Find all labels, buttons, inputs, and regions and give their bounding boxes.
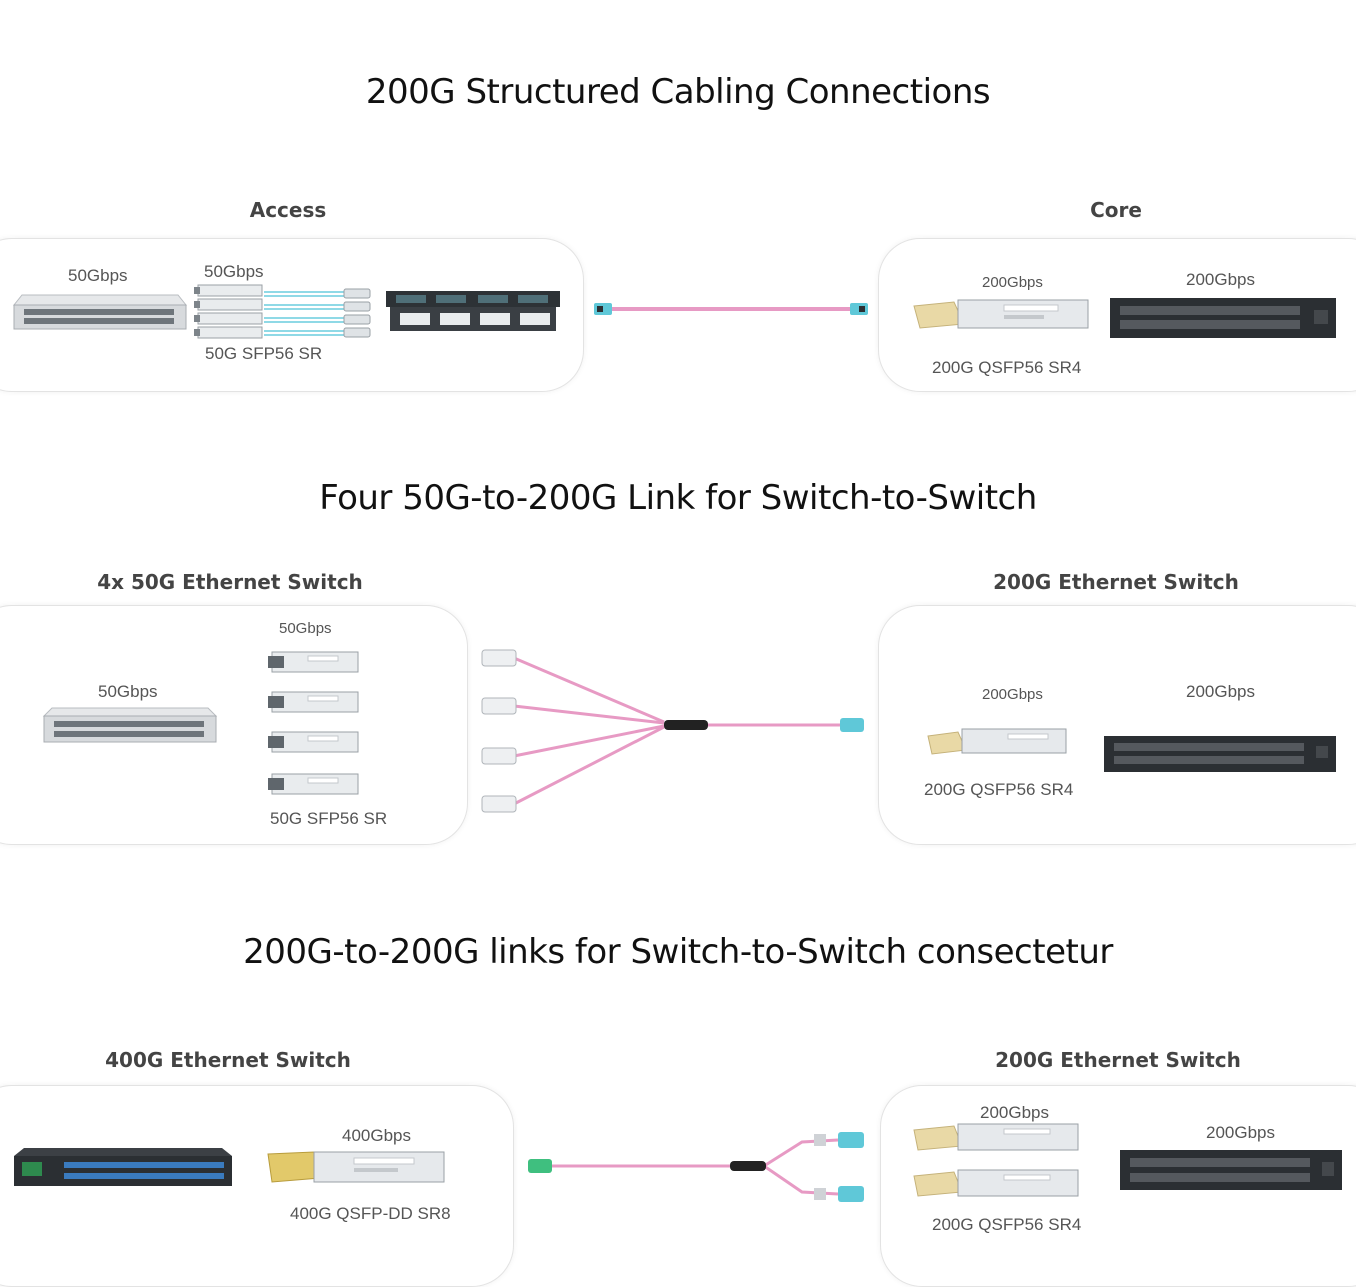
qsfp-dd-transceiver-icon [267,1151,445,1183]
qsfp56-transceiver-icon-2 [927,728,1067,755]
core-switch-icon [1110,298,1336,338]
200g-switch-label-3: 200G Ethernet Switch [995,1048,1241,1072]
access-transceiver-speed: 50Gbps [204,262,264,281]
200g-switch-icon-2 [1104,736,1336,772]
mpo-trunk-cable [594,303,868,315]
section-1-title: 200G Structured Cabling Connections [365,72,991,112]
core-transceiver-model: 200G QSFP56 SR4 [932,358,1082,377]
50g-switch-icon [42,707,218,743]
400g-switch-icon [14,1148,232,1186]
fiber-patch-panel-icon [386,291,560,331]
200g-transceiver-model-3: 200G QSFP56 SR4 [932,1215,1082,1234]
qsfp56-transceiver-pair-icon [913,1123,1079,1197]
200g-switch-speed-2: 200Gbps [1186,682,1255,701]
200g-transceiver-speed-3: 200Gbps [980,1103,1049,1122]
core-transceiver-speed: 200Gbps [982,274,1043,291]
200g-switch-icon-3 [1120,1150,1342,1190]
access-switch-icon [12,294,188,330]
duplex-patch-cords-icon [264,288,371,338]
core-switch-speed: 200Gbps [1186,270,1255,289]
50g-transceiver-speed: 50Gbps [279,620,332,637]
400g-transceiver-model: 400G QSFP-DD SR8 [290,1204,451,1223]
core-label: Core [1090,198,1142,222]
400g-transceiver-speed: 400Gbps [342,1126,411,1145]
200g-switch-label-2: 200G Ethernet Switch [993,570,1239,594]
sfp56-transceiver-stack-icon [194,284,263,339]
access-transceiver-model: 50G SFP56 SR [205,344,323,363]
50g-transceiver-model: 50G SFP56 SR [270,809,388,828]
200g-transceiver-model-2: 200G QSFP56 SR4 [924,780,1074,799]
sfp56-transceiver-set-icon [268,651,359,795]
qsfp56-transceiver-icon [913,299,1089,329]
section-3-title: 200G-to-200G links for Switch-to-Switch … [243,932,1113,972]
access-switch-speed: 50Gbps [68,266,128,285]
200g-transceiver-speed-2: 200Gbps [982,686,1043,703]
4x50g-switch-label: 4x 50G Ethernet Switch [97,570,363,594]
access-label: Access [249,198,327,222]
400g-switch-label: 400G Ethernet Switch [105,1048,351,1072]
section-2-title: Four 50G-to-200G Link for Switch-to-Swit… [319,478,1037,518]
50g-switch-speed: 50Gbps [98,682,158,701]
mpo-to-4x-lc-breakout-cable [481,649,864,813]
200g-switch-panel-2 [878,605,1356,845]
200g-switch-speed-3: 200Gbps [1206,1123,1275,1142]
mpo-1-to-2-breakout-cable [528,1132,864,1202]
